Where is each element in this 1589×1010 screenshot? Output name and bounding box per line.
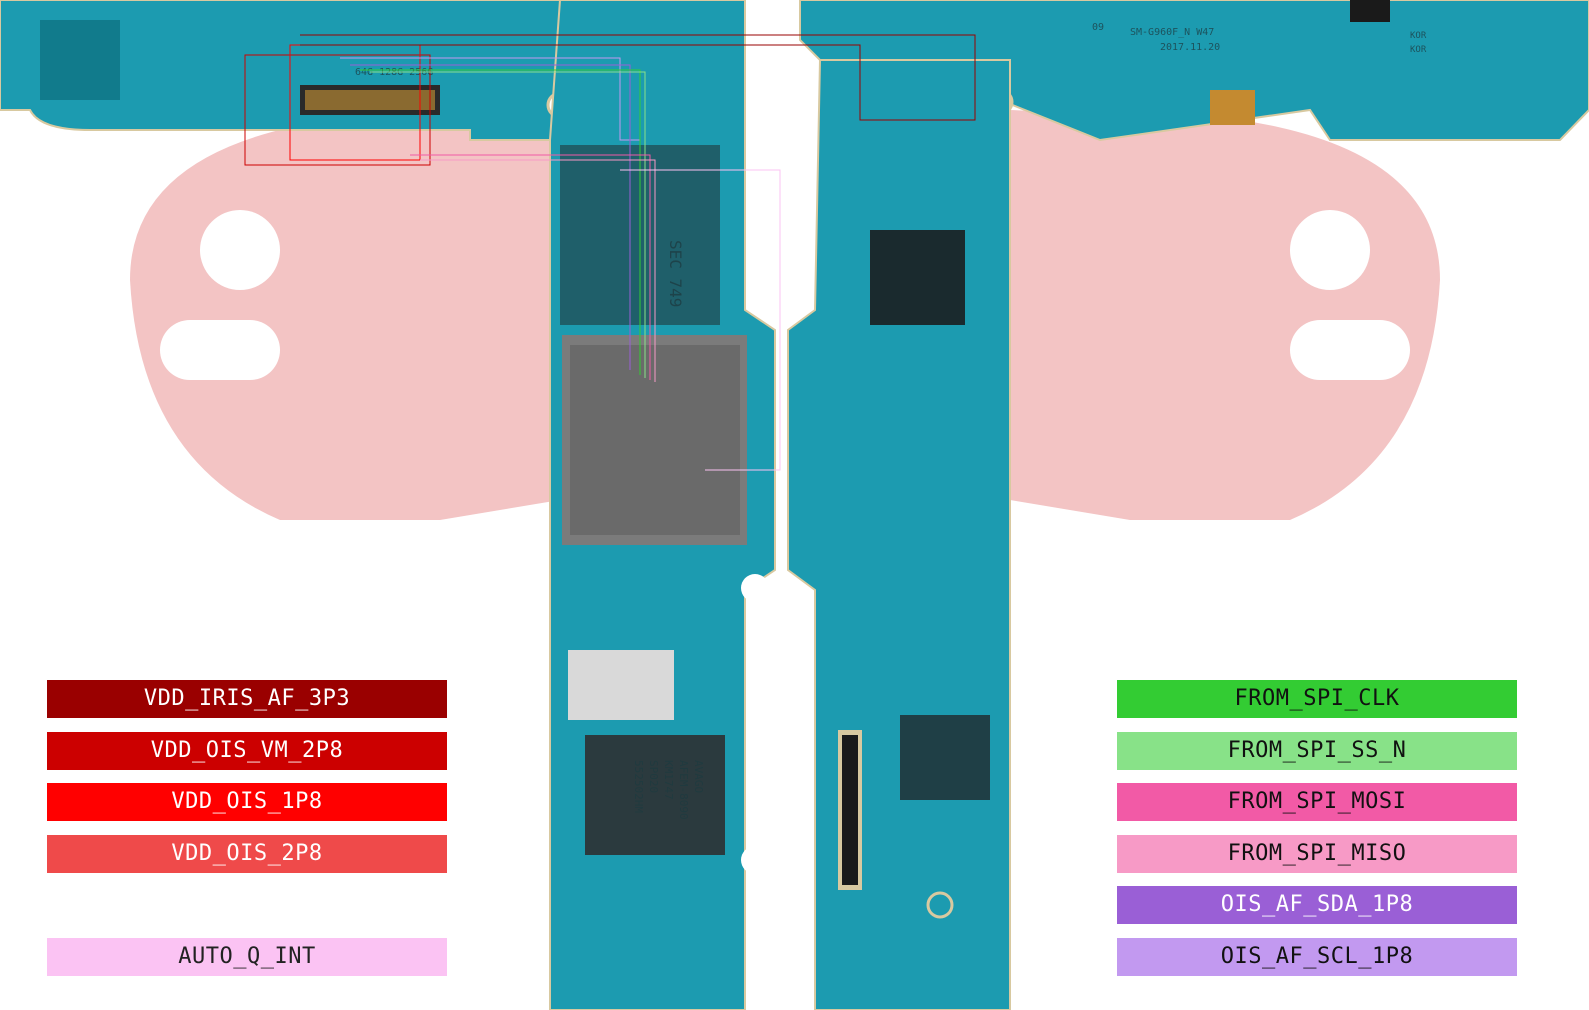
memory-chip-marking: SEC 749 <box>666 240 685 307</box>
legend-ois-af-sda-1p8: OIS_AF_SDA_1P8 <box>1117 886 1517 924</box>
top-right-board: SM-G960F_N W47 2017.11.20 09 KOR KOR <box>799 0 1589 142</box>
legend-label: VDD_OIS_2P8 <box>171 841 323 866</box>
rf-chip-marking-2: AFEM-8090 <box>677 760 690 820</box>
date-marking: 2017.11.20 <box>1160 42 1220 53</box>
legend-vdd-ois-2p8: VDD_OIS_2P8 <box>47 835 447 873</box>
legend-from-spi-mosi: FROM_SPI_MOSI <box>1117 783 1517 821</box>
legend-vdd-iris-af-3p3: VDD_IRIS_AF_3P3 <box>47 680 447 718</box>
legend-label: FROM_SPI_CLK <box>1234 686 1400 711</box>
legend-label: FROM_SPI_MOSI <box>1227 789 1407 814</box>
legend-label: VDD_OIS_VM_2P8 <box>150 738 344 763</box>
legend-label: FROM_SPI_MISO <box>1227 841 1407 866</box>
kor-marking-2: KOR <box>1410 45 1427 55</box>
legend-vdd-ois-vm-2p8: VDD_OIS_VM_2P8 <box>47 732 447 770</box>
right-main-board <box>787 59 1011 1010</box>
legend-from-spi-miso: FROM_SPI_MISO <box>1117 835 1517 873</box>
legend-label: AUTO_Q_INT <box>178 944 316 969</box>
legend-label: VDD_IRIS_AF_3P3 <box>143 686 351 711</box>
board-number-marking: 09 <box>1092 22 1104 33</box>
legend-label: OIS_AF_SCL_1P8 <box>1220 944 1414 969</box>
legend-label: OIS_AF_SDA_1P8 <box>1220 892 1414 917</box>
signal-traces <box>244 34 976 471</box>
model-marking: SM-G960F_N W47 <box>1130 27 1214 38</box>
watermark-logo <box>130 110 1440 520</box>
legend-from-spi-ss-n: FROM_SPI_SS_N <box>1117 732 1517 770</box>
kor-marking-1: KOR <box>1410 31 1427 41</box>
rf-chip-marking-1: AVAGO <box>692 760 705 793</box>
legend-label: FROM_SPI_SS_N <box>1227 738 1407 763</box>
rf-chip-marking-3: KM1747 <box>662 760 675 800</box>
left-main-board: SEC 749 AVAGO AFEM-8090 KM1747 SP020 552… <box>549 0 776 1010</box>
legend-vdd-ois-1p8: VDD_OIS_1P8 <box>47 783 447 821</box>
legend-auto-q-int: AUTO_Q_INT <box>47 938 447 976</box>
legend-label: VDD_OIS_1P8 <box>171 789 323 814</box>
rf-chip-marking-5: 552502HM <box>632 760 645 813</box>
rf-chip-marking-4: SP020 <box>647 760 660 793</box>
legend-from-spi-clk: FROM_SPI_CLK <box>1117 680 1517 718</box>
legend-ois-af-scl-1p8: OIS_AF_SCL_1P8 <box>1117 938 1517 976</box>
